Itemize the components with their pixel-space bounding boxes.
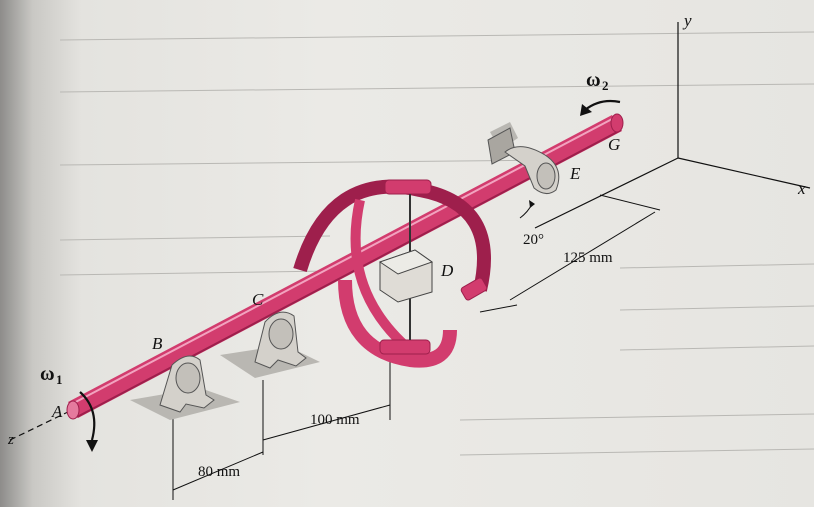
label-x: x — [797, 179, 806, 198]
label-omega2-sub: 2 — [602, 78, 609, 93]
shaft-end-G — [610, 113, 624, 133]
label-y: y — [682, 11, 692, 30]
label-omega2: ω — [586, 69, 601, 91]
label-z: z — [7, 432, 14, 448]
label-A: A — [51, 402, 63, 421]
bearing-E — [487, 127, 560, 194]
label-omega1: ω — [40, 363, 55, 385]
label-omega1-sub: 1 — [56, 372, 63, 387]
label-E: E — [569, 164, 581, 183]
label-dim-125: 125 mm — [563, 250, 613, 266]
z-axis-dashed — [9, 409, 73, 441]
ring-top-cap — [384, 179, 432, 195]
label-C: C — [252, 290, 264, 309]
omega2-arrow — [580, 99, 621, 116]
ring-right-tab — [460, 277, 488, 301]
label-G: G — [608, 135, 620, 154]
label-angle: 20° — [523, 232, 544, 248]
label-B: B — [152, 334, 163, 353]
dimension-lines — [172, 194, 661, 500]
angle-arrow — [529, 200, 535, 208]
x-axis — [677, 157, 811, 189]
omega1-arrow — [79, 391, 98, 452]
shaft-end-A — [66, 400, 80, 420]
z-axis-segment-right — [534, 157, 679, 229]
labels: ω 1 ω 2 A B C D E G x y z 20° 80 mm 100 … — [7, 11, 806, 480]
coordinate-axes — [9, 22, 811, 441]
outer-ring-front — [338, 279, 457, 368]
label-D: D — [440, 261, 454, 280]
bearing-B — [159, 355, 215, 413]
label-dim-80: 80 mm — [198, 464, 240, 480]
gimbal-D — [293, 179, 491, 368]
ring-bottom-cap — [379, 339, 431, 355]
label-dim-100: 100 mm — [310, 412, 360, 428]
background-text-lines — [59, 31, 814, 456]
shaft-body — [68, 115, 622, 418]
inner-ring — [350, 198, 414, 354]
bearing-C — [254, 311, 307, 369]
